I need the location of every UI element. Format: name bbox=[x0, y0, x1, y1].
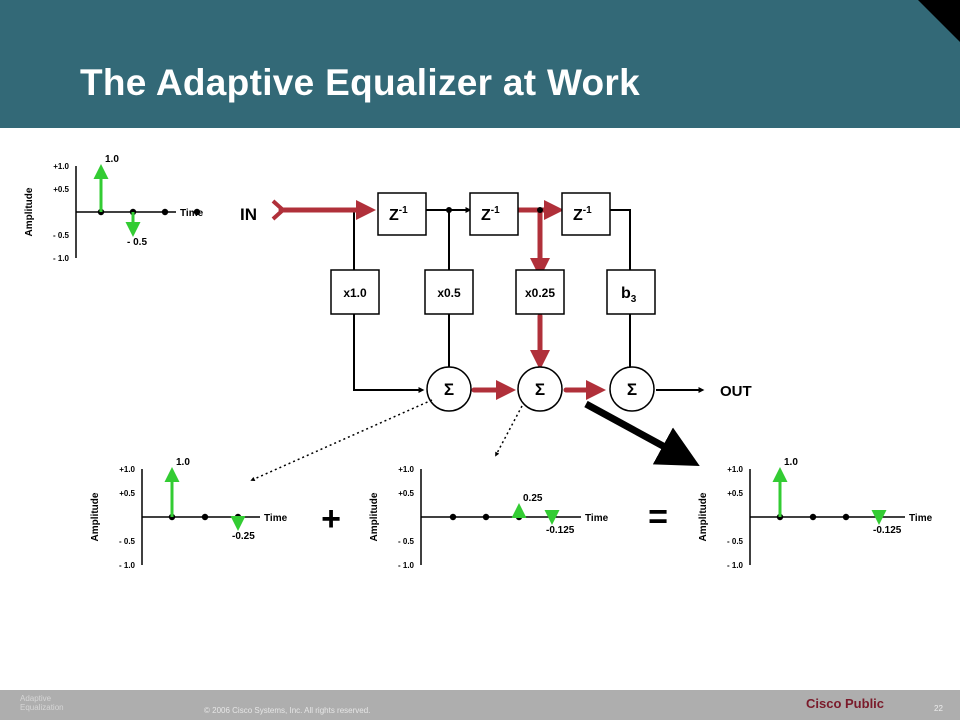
dotted-pointers bbox=[250, 399, 523, 481]
svg-text:Z-1: Z-1 bbox=[389, 205, 408, 224]
footer-classification: Cisco Public bbox=[806, 696, 885, 711]
svg-text:x0.5: x0.5 bbox=[437, 286, 461, 300]
junction-dots bbox=[446, 207, 543, 213]
x-axis-label: Time bbox=[909, 513, 933, 524]
tick-label: +0.5 bbox=[398, 489, 414, 498]
sample-point bbox=[482, 513, 490, 521]
delay-z1: Z-1 bbox=[377, 192, 427, 236]
tick-label: - 0.5 bbox=[727, 537, 744, 546]
tick-label: +0.5 bbox=[53, 185, 69, 194]
path-z3-tap3 bbox=[609, 209, 633, 281]
tick-label: +0.5 bbox=[119, 489, 135, 498]
signal-paths bbox=[351, 207, 705, 393]
y-axis-label: Amplitude bbox=[698, 492, 709, 541]
slide-title: The Adaptive Equalizer at Work bbox=[80, 62, 641, 103]
tap-b3: b3 bbox=[606, 269, 656, 315]
sample-point bbox=[161, 208, 169, 216]
svg-text:Z-1: Z-1 bbox=[481, 205, 500, 224]
footer: Adaptive Equalization © 2006 Cisco Syste… bbox=[0, 690, 960, 720]
plus-sign: + bbox=[321, 500, 341, 538]
svg-text:x1.0: x1.0 bbox=[343, 286, 367, 300]
value-label: - 0.5 bbox=[127, 237, 147, 248]
tick-label: +1.0 bbox=[398, 465, 414, 474]
path-x1-sum1 bbox=[353, 313, 425, 393]
tap-x05: x0.5 bbox=[424, 269, 474, 315]
plot-path-a: +1.0 +0.5 - 0.5 - 1.0 Amplitude Time 1.0 -0.25 bbox=[90, 457, 288, 570]
x-axis-label: Time bbox=[585, 513, 609, 524]
delay-z3: Z-1 bbox=[561, 192, 611, 236]
tick-label: - 0.5 bbox=[398, 537, 415, 546]
value-label: 1.0 bbox=[105, 154, 119, 165]
y-axis-label: Amplitude bbox=[24, 187, 35, 236]
value-label: -0.125 bbox=[873, 525, 902, 536]
sample-point bbox=[193, 208, 201, 216]
tap-x025: x0.25 bbox=[515, 269, 565, 315]
plot-result: +1.0 +0.5 - 0.5 - 1.0 Amplitude Time 1.0 -0.125 bbox=[698, 457, 933, 570]
page-number: 22 bbox=[934, 704, 943, 713]
corner-triangle bbox=[918, 0, 960, 42]
sample-point bbox=[809, 513, 817, 521]
svg-text:Σ: Σ bbox=[627, 380, 637, 399]
tick-label: +1.0 bbox=[53, 162, 69, 171]
value-label: -0.25 bbox=[232, 531, 255, 542]
equals-sign: = bbox=[648, 498, 668, 536]
delay-z2: Z-1 bbox=[469, 192, 519, 236]
svg-text:Z-1: Z-1 bbox=[573, 205, 592, 224]
svg-text:Σ: Σ bbox=[444, 380, 454, 399]
sample-point bbox=[201, 513, 209, 521]
tick-label: +1.0 bbox=[727, 465, 743, 474]
sum-node-2: Σ bbox=[517, 366, 563, 412]
value-label: 1.0 bbox=[784, 457, 798, 468]
result-arrow bbox=[584, 400, 700, 467]
tick-label: - 1.0 bbox=[53, 254, 70, 263]
active-paths bbox=[278, 200, 606, 400]
pointer-to-path-b bbox=[495, 405, 523, 457]
plot-path-b: +1.0 +0.5 - 0.5 - 1.0 Amplitude Time 0.25 -0.12… bbox=[369, 465, 609, 570]
tick-label: - 0.5 bbox=[119, 537, 136, 546]
svg-text:Σ: Σ bbox=[535, 380, 545, 399]
y-axis-label: Amplitude bbox=[369, 492, 380, 541]
tick-label: - 1.0 bbox=[398, 561, 415, 570]
sum-node-1: Σ bbox=[426, 366, 472, 412]
y-axis-label: Amplitude bbox=[90, 492, 101, 541]
x-axis-label: Time bbox=[264, 513, 288, 524]
sample-point bbox=[842, 513, 850, 521]
plot-input: +1.0 +0.5 - 0.5 - 1.0 Amplitude Time 1.0 - 0.5 bbox=[24, 154, 204, 263]
tick-label: - 0.5 bbox=[53, 231, 70, 240]
tap-x1: x1.0 bbox=[330, 269, 380, 315]
value-label: 1.0 bbox=[176, 457, 190, 468]
footer-copyright: © 2006 Cisco Systems, Inc. All rights re… bbox=[204, 706, 371, 715]
title-bar: The Adaptive Equalizer at Work bbox=[0, 0, 960, 128]
sum-node-3: Σ bbox=[609, 366, 655, 412]
tick-label: +1.0 bbox=[119, 465, 135, 474]
in-label: IN bbox=[240, 205, 257, 224]
input-chevron bbox=[271, 199, 286, 221]
out-label: OUT bbox=[720, 383, 752, 400]
svg-text:b3: b3 bbox=[621, 285, 637, 305]
tick-label: - 1.0 bbox=[727, 561, 744, 570]
tick-label: +0.5 bbox=[727, 489, 743, 498]
value-label: -0.125 bbox=[546, 525, 575, 536]
value-label: 0.25 bbox=[523, 493, 543, 504]
sample-point bbox=[449, 513, 457, 521]
tick-label: - 1.0 bbox=[119, 561, 136, 570]
footer-section: Adaptive Equalization bbox=[20, 694, 64, 712]
svg-text:x0.25: x0.25 bbox=[525, 286, 555, 300]
x-axis-label: Time bbox=[180, 208, 204, 219]
